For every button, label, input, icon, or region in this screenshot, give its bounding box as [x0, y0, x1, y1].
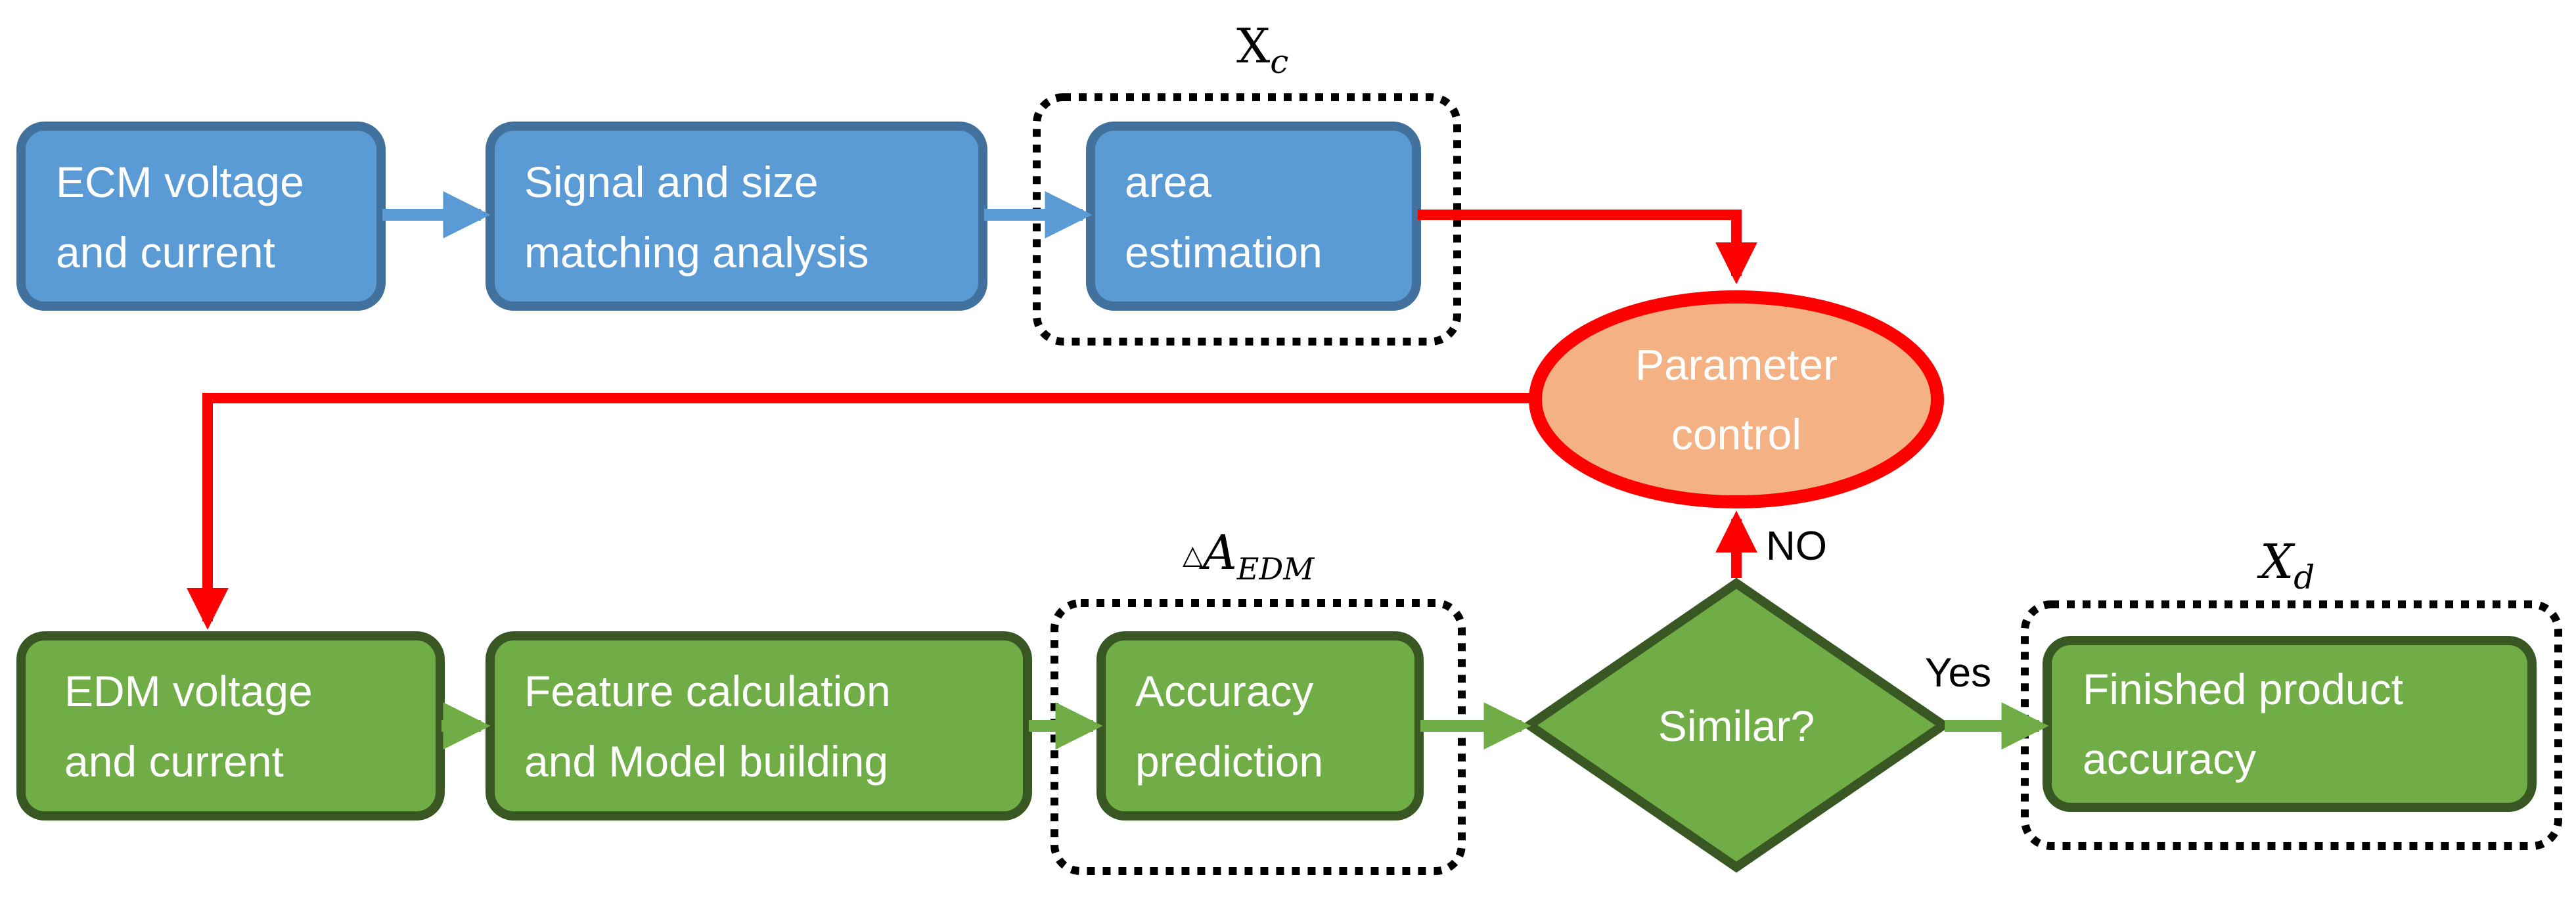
area-line1: area: [1125, 158, 1211, 206]
edm-voltage-current-box: EDM voltage and current: [16, 631, 445, 820]
similar-label: Similar?: [1658, 702, 1815, 750]
finished-product-accuracy-box: Finished product accuracy: [2043, 636, 2537, 812]
accuracy-prediction-box: Accuracy prediction: [1096, 631, 1424, 820]
area-line2: estimation: [1125, 228, 1322, 277]
aedm-math-label: △AEDM: [1183, 525, 1315, 587]
feature-model-box: Feature calculation and Model building: [486, 631, 1032, 820]
aedm-dotted-frame: [1051, 599, 1466, 875]
ecm-line2: and current: [56, 228, 275, 277]
no-label: NO: [1766, 524, 1827, 569]
edm-line2: and current: [64, 737, 284, 786]
yes-label: Yes: [1925, 650, 1991, 696]
xc-math-label: Xc: [1236, 18, 1288, 81]
xd-math-label: Xd: [2257, 534, 2315, 596]
accuracy-line2: prediction: [1135, 737, 1323, 786]
signal-line1: Signal and size: [524, 158, 819, 206]
parameter-control-node: Parameter control: [1529, 290, 1944, 508]
control-line1: Parameter: [1635, 340, 1838, 389]
control-line2: control: [1671, 410, 1801, 459]
finished-line1: Finished product: [2083, 665, 2403, 713]
similar-decision-diamond: Similar?: [1521, 577, 1952, 873]
feature-line1: Feature calculation: [524, 667, 891, 715]
arrow-area-to-control: [1418, 210, 1757, 284]
signal-line2: matching analysis: [524, 228, 869, 277]
arrow-control-to-edm: [187, 393, 1535, 630]
ecm-voltage-current-box: ECM voltage and current: [16, 122, 386, 311]
accuracy-line1: Accuracy: [1135, 667, 1313, 715]
xd-dotted-frame: [2021, 600, 2562, 850]
area-estimation-box: area estimation: [1086, 122, 1421, 311]
feature-line2: and Model building: [524, 737, 888, 786]
ecm-line1: ECM voltage: [56, 158, 304, 206]
signal-size-matching-box: Signal and size matching analysis: [486, 122, 987, 311]
edm-line1: EDM voltage: [64, 667, 313, 715]
finished-line2: accuracy: [2083, 734, 2256, 783]
